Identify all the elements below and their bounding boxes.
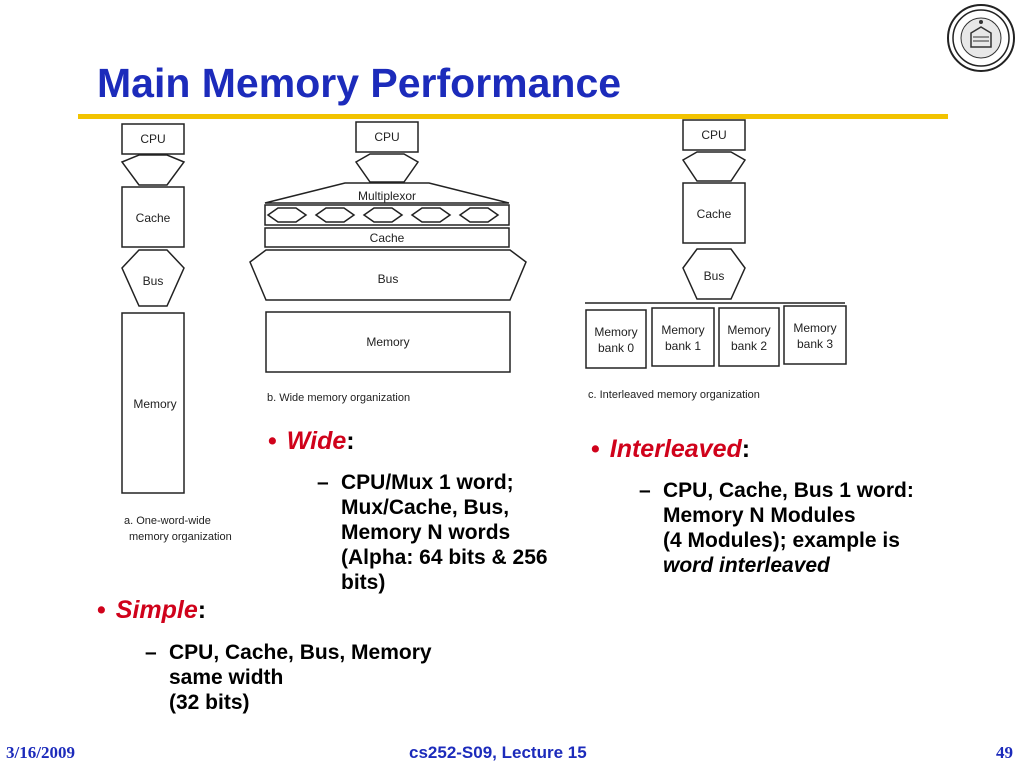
wide-line-3: Memory N words xyxy=(341,521,511,544)
a-cpu-box xyxy=(121,123,185,155)
a-memory-box xyxy=(121,312,185,494)
b-multiplexor xyxy=(264,182,510,204)
c-cache-bus-link xyxy=(682,248,746,300)
b-bus-label: Bus xyxy=(378,272,399,286)
bullet-dot-icon: • xyxy=(591,435,600,463)
c-bank-3-label: bank 3 xyxy=(797,337,833,351)
a-memory-label: Memory xyxy=(133,397,176,411)
a-cpu-cache-link xyxy=(120,154,186,186)
b-multiplexor-label: Multiplexor xyxy=(358,189,416,203)
simple-line-3: (32 bits) xyxy=(169,691,250,714)
b-cpu-box xyxy=(355,121,419,153)
c-cache-box xyxy=(682,182,746,244)
bullet-interleaved-keyword: Interleaved xyxy=(609,435,742,463)
c-bank-0-label: bank 0 xyxy=(598,341,634,355)
c-bank-3-memory-label: Memory xyxy=(793,321,836,335)
c-bus-label: Bus xyxy=(704,269,725,283)
a-caption-line2: memory organization xyxy=(129,531,232,543)
b-cpu-mux-link xyxy=(354,153,420,183)
b-caption: b. Wide memory organization xyxy=(267,392,410,404)
c-bank-2-memory-label: Memory xyxy=(727,323,770,337)
a-cache-label: Cache xyxy=(136,211,171,225)
c-bank-3-box xyxy=(783,305,847,365)
footer-page-number: 49 xyxy=(996,743,1013,762)
bullet-interleaved: •Interleaved: xyxy=(591,435,751,463)
c-bank-1-memory-label: Memory xyxy=(661,323,704,337)
b-memory-box xyxy=(265,311,511,373)
interleaved-line-3: (4 Modules); example is xyxy=(663,529,900,552)
c-cpu-label: CPU xyxy=(701,128,726,142)
wide-line-1: CPU/Mux 1 word; xyxy=(341,471,514,494)
bullet-wide-keyword: Wide xyxy=(286,427,347,455)
bullet-dot-icon: • xyxy=(97,596,106,624)
simple-line-1: CPU, Cache, Bus, Memory xyxy=(169,641,432,664)
footer-course: cs252-S09, Lecture 15 xyxy=(409,743,587,762)
b-memory-label: Memory xyxy=(366,335,409,349)
title-underline xyxy=(78,114,948,119)
wide-line-2: Mux/Cache, Bus, xyxy=(341,496,510,519)
bullet-interleaved-detail: – CPU, Cache, Bus 1 word: Memory N Modul… xyxy=(639,479,914,577)
c-cpu-cache-link xyxy=(681,151,747,182)
interleaved-line-4: word interleaved xyxy=(663,554,830,577)
b-cpu-label: CPU xyxy=(374,130,399,144)
interleaved-line-1: CPU, Cache, Bus 1 word: xyxy=(663,479,914,502)
b-bus xyxy=(249,249,527,301)
c-cpu-box xyxy=(682,119,746,151)
university-seal-icon xyxy=(947,4,1015,72)
footer-date: 3/16/2009 xyxy=(6,743,75,762)
simple-line-2: same width xyxy=(169,666,284,689)
c-bank-1-box xyxy=(651,307,715,367)
c-bank-0-memory-label: Memory xyxy=(594,325,637,339)
c-bank-0-box xyxy=(585,309,647,369)
slide-title: Main Memory Performance xyxy=(97,60,622,106)
interleaved-line-2: Memory N Modules xyxy=(663,504,856,527)
a-cpu-label: CPU xyxy=(140,132,165,146)
bullet-simple-keyword: Simple xyxy=(115,596,198,624)
c-caption: c. Interleaved memory organization xyxy=(588,389,760,401)
bullet-simple: •Simple: xyxy=(97,596,207,624)
a-cache-box xyxy=(121,186,185,248)
wide-line-5: bits) xyxy=(341,571,386,594)
c-bank-2-box xyxy=(718,307,780,367)
c-cache-label: Cache xyxy=(697,207,732,221)
bullet-dot-icon: • xyxy=(268,427,277,455)
b-cache-label: Cache xyxy=(370,231,405,245)
bullet-wide: •Wide: xyxy=(268,427,355,455)
c-bank-1-label: bank 1 xyxy=(665,339,701,353)
c-bank-2-label: bank 2 xyxy=(731,339,767,353)
b-cache-box xyxy=(264,227,510,248)
a-bus-label: Bus xyxy=(143,274,164,288)
a-cache-bus-link xyxy=(121,249,185,307)
a-caption-line1: a. One-word-wide xyxy=(124,515,211,527)
bullet-simple-detail: – CPU, Cache, Bus, Memory same width (32… xyxy=(145,641,432,714)
bullet-wide-detail: – CPU/Mux 1 word; Mux/Cache, Bus, Memory… xyxy=(317,471,548,594)
wide-line-4: (Alpha: 64 bits & 256 xyxy=(341,546,548,569)
